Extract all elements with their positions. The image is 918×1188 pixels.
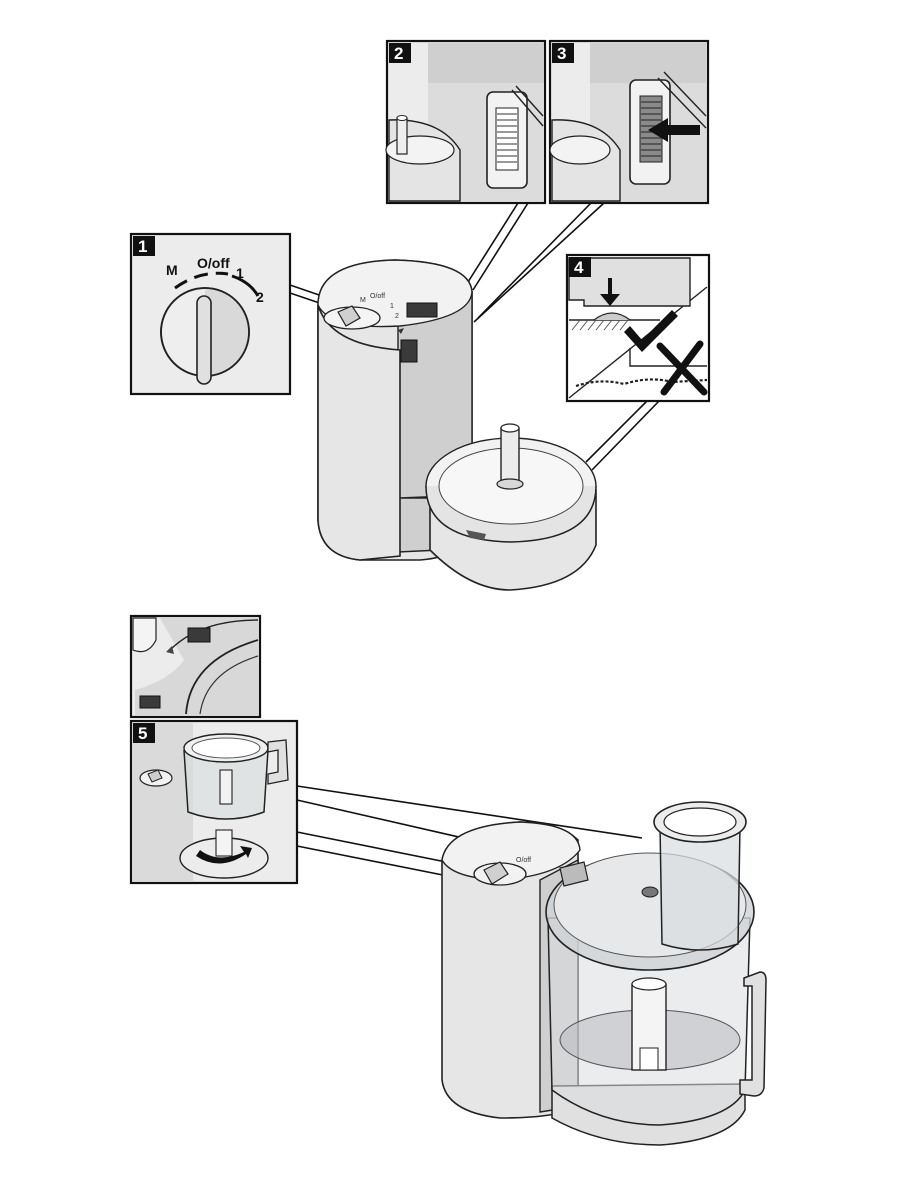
panel-bowl-lock-closeup [131, 616, 260, 717]
food-processor-assembled: O/off [442, 802, 766, 1145]
food-processor-base-top: M O/off 1 2 [318, 260, 596, 590]
device-dial-label-m: M [360, 297, 366, 304]
panel-step-1: 1 M O/off 1 2 [131, 234, 290, 394]
device-dial-label-off: O/off [370, 293, 385, 300]
assembled-dial-label-off: O/off [516, 857, 531, 864]
dial-label-off: O/off [197, 255, 230, 271]
panel-step-4: 4 [567, 255, 709, 401]
dial-label-1: 1 [236, 265, 244, 281]
dial-label-m: M [166, 262, 178, 278]
panel-step-2: 2 [386, 41, 545, 203]
device-dial-label-2: 2 [395, 313, 399, 320]
panel-step-3: 3 [550, 41, 708, 203]
step-3-number: 3 [557, 44, 566, 63]
step-5-number: 5 [138, 724, 147, 743]
step-2-number: 2 [394, 44, 403, 63]
dial-pointer-icon [197, 296, 211, 384]
step-4-number: 4 [574, 258, 584, 277]
panel-step-5: 5 [131, 721, 297, 883]
device-dial-label-1: 1 [390, 303, 394, 310]
step-1-number: 1 [138, 237, 147, 256]
dial-label-2: 2 [256, 289, 264, 305]
